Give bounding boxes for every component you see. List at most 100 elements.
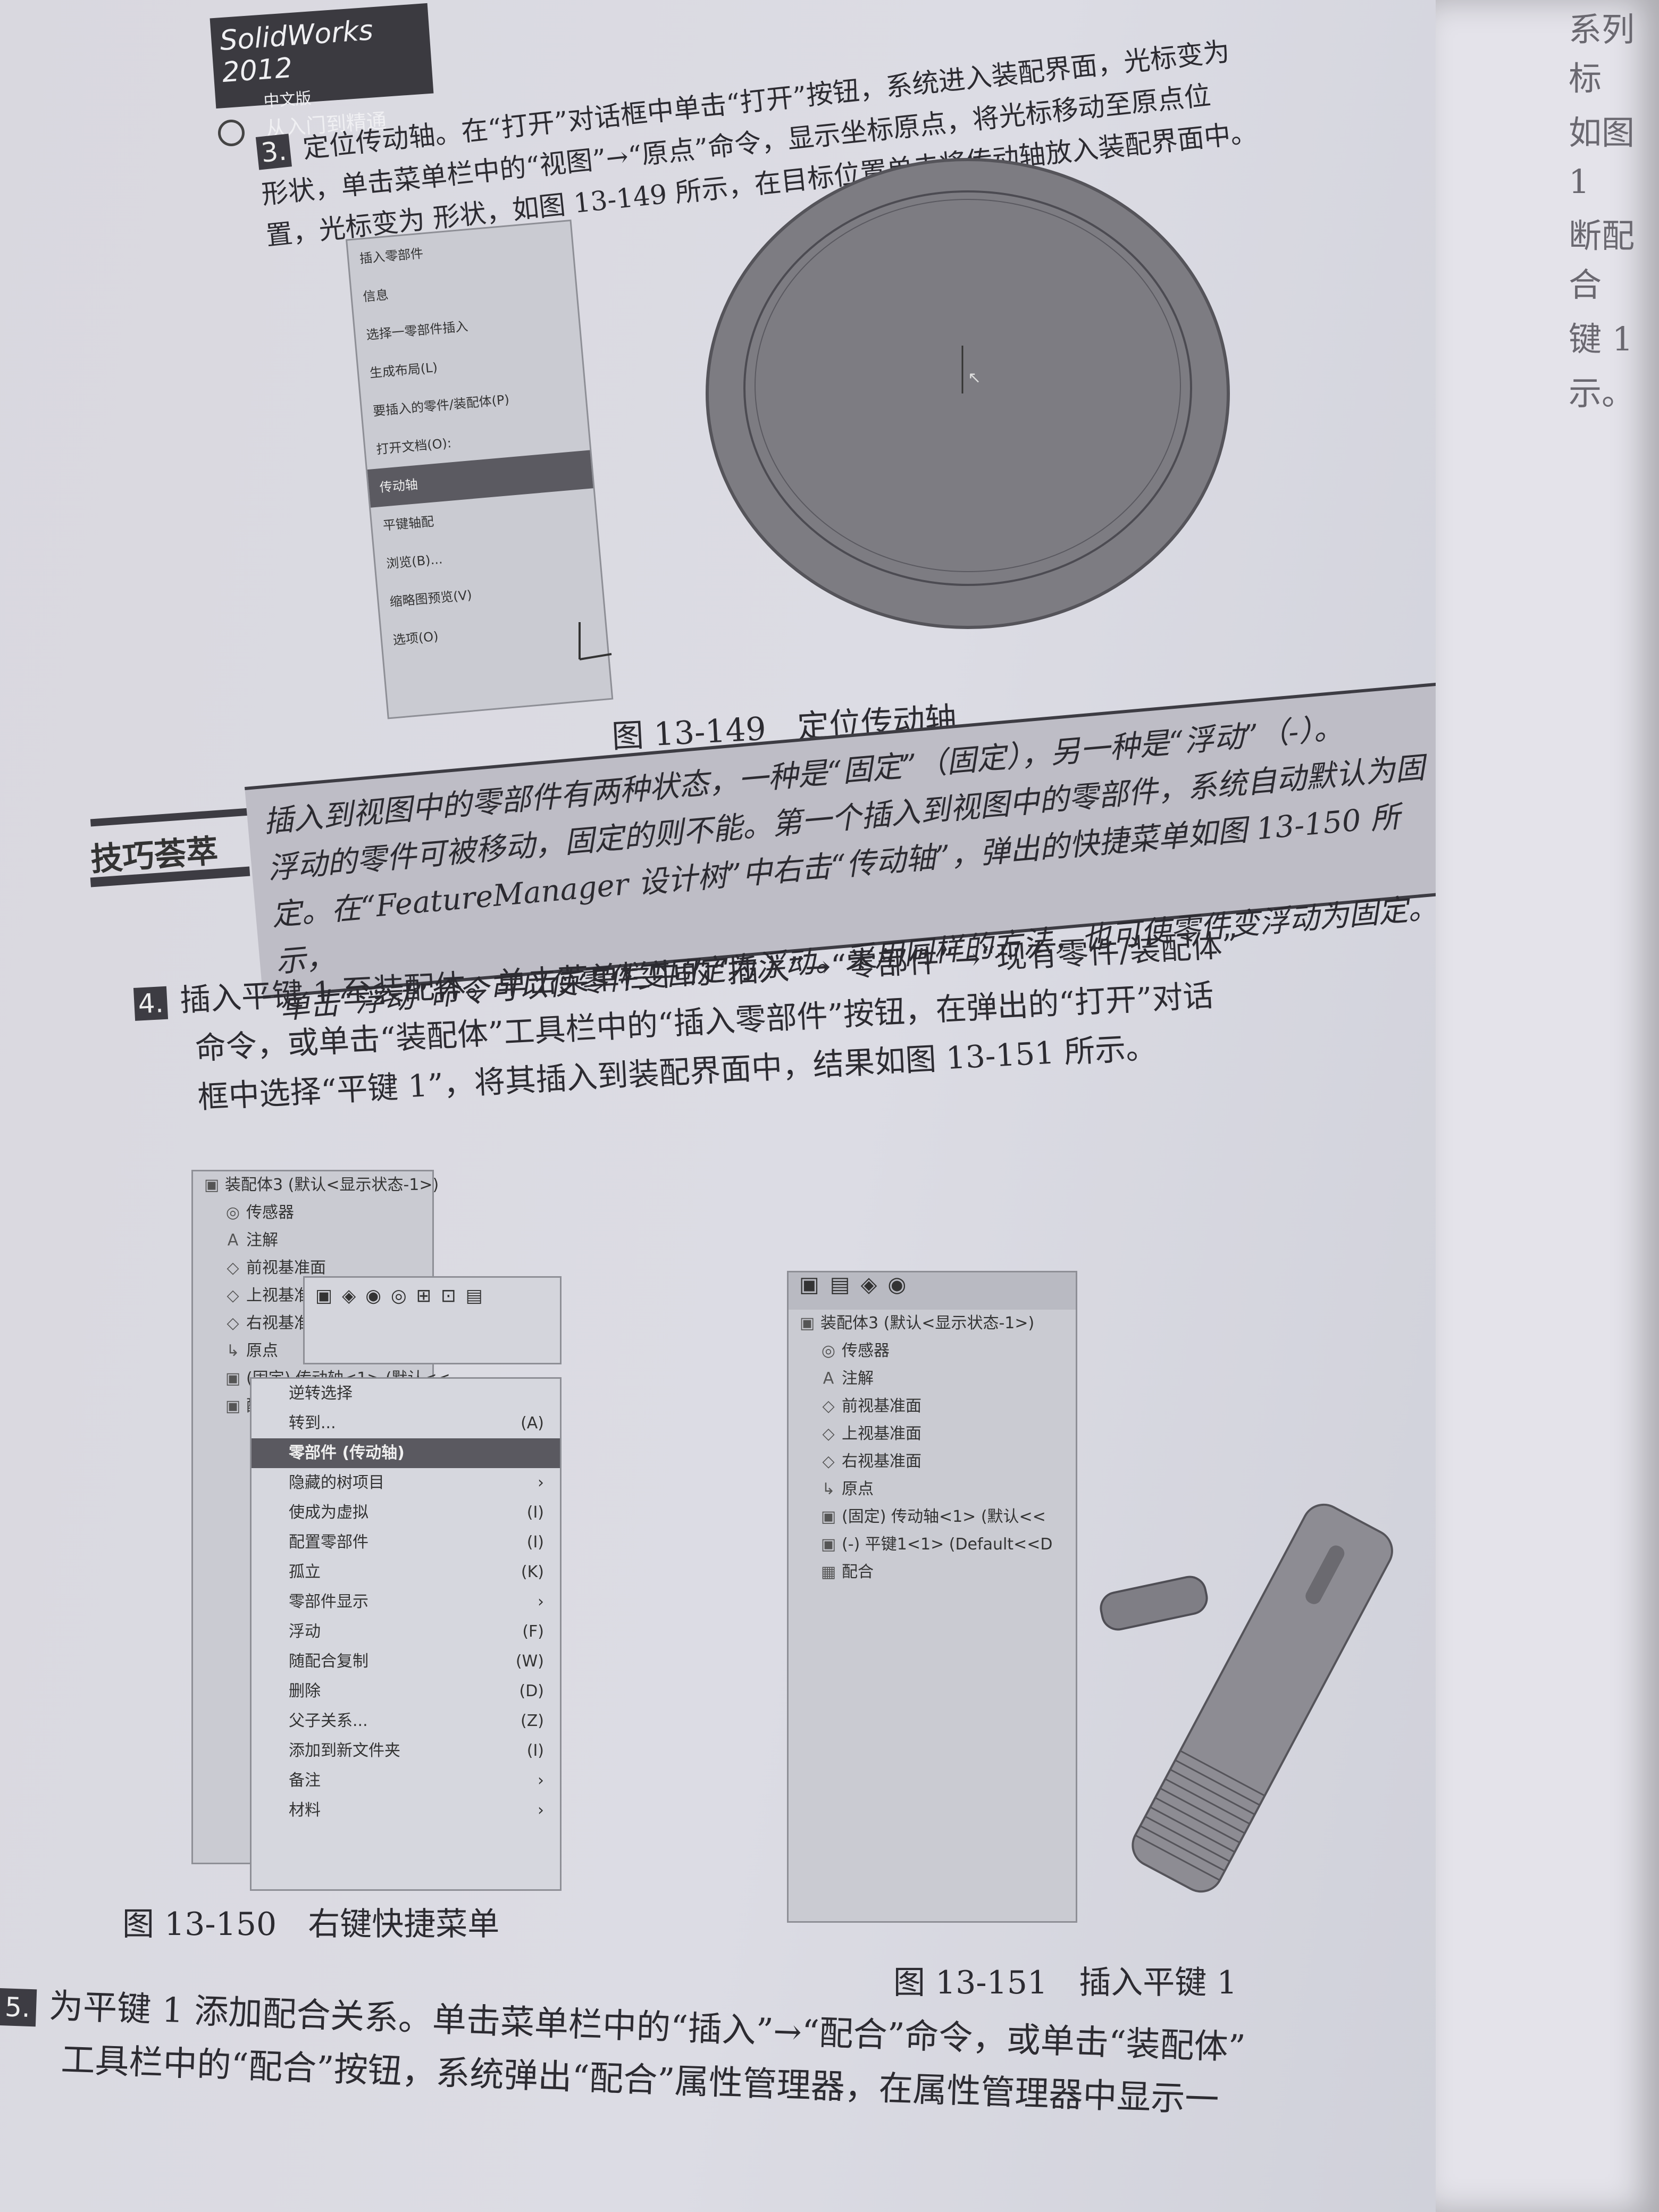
context-menu-item[interactable]: 孤立 (K) xyxy=(252,1557,560,1587)
fig150-tree-item: ◎ 传感器 xyxy=(193,1199,432,1227)
context-menu-shortcut: (I) xyxy=(526,1741,544,1760)
facing-page-fragment: 键 1 xyxy=(1569,320,1633,358)
context-menu-item[interactable]: 材料 › xyxy=(252,1796,560,1825)
facing-page-fragment: 断配合 xyxy=(1569,216,1635,304)
fig151-tree-item: ◇ 右视基准面 xyxy=(789,1448,1076,1476)
fig151-tree-label: 传感器 xyxy=(842,1342,890,1360)
context-menu-label: 随配合复制 xyxy=(289,1652,368,1671)
book-header-logo: SolidWorks 2012 中文版 从入门到精通 xyxy=(210,3,434,141)
fig150-caption-text: 右键快捷菜单 xyxy=(308,1906,500,1943)
tree-node-icon: A xyxy=(823,1369,834,1388)
context-menu-item[interactable]: 备注› xyxy=(252,1766,560,1796)
context-menu-label: 父子关系... xyxy=(289,1712,368,1730)
fig151-tree-label: 上视基准面 xyxy=(842,1425,921,1443)
context-menu-item[interactable]: 隐藏的树项目› xyxy=(252,1468,560,1498)
context-menu-shortcut: (Z) xyxy=(521,1712,544,1730)
flat-key-part xyxy=(1100,1576,1208,1631)
fig150-tree-item: ◇前视基准面 xyxy=(193,1254,432,1282)
fig150-menu-items: 逆转选择转到...(A)零部件 (传动轴)隐藏的树项目›使成为虚拟(I)配置零部… xyxy=(252,1379,560,1825)
tree-node-icon: ▣ xyxy=(204,1176,220,1194)
fig150-tree-item: ▣ 装配体3 (默认<显示状态-1>) xyxy=(193,1171,439,1199)
fig151-caption-number: 图 13-151 xyxy=(893,1964,1048,2001)
shaft-body xyxy=(1132,1503,1393,1893)
shaft-chamfer-ring xyxy=(755,199,1181,572)
tree-node-icon: ◇ xyxy=(822,1425,835,1443)
context-menu-shortcut: (K) xyxy=(521,1563,544,1581)
context-menu-label: 浮动 xyxy=(289,1622,321,1641)
fig151-shaft-with-key xyxy=(1100,1503,1393,1893)
context-menu-item[interactable]: 添加到新文件夹(I) xyxy=(252,1736,560,1766)
fig150-context-menu: 逆转选择转到...(A)零部件 (传动轴)隐藏的树项目›使成为虚拟(I)配置零部… xyxy=(250,1377,562,1891)
fig151-tree-item: ↳原点 xyxy=(789,1476,1076,1503)
step-5-number: 5. xyxy=(0,1988,37,2027)
step-5: 5.为平键 1 添加配合关系。单击菜单栏中的“插入”→“配合”命令，或单击“装配… xyxy=(0,1978,1541,2138)
tree-node-icon: ◇ xyxy=(822,1452,835,1471)
fig151-tree-label: 右视基准面 xyxy=(842,1452,921,1471)
fig151-tree-label: (固定) 传动轴<1> (默认<< xyxy=(842,1507,1046,1526)
fig151-tree-item: ▣(-) 平键1<1> (Default<<D xyxy=(789,1531,1076,1559)
fig150-tree-label: 原点 xyxy=(246,1342,278,1360)
context-menu-label: 配置零部件 xyxy=(289,1533,368,1552)
context-menu-label: 使成为虚拟 xyxy=(289,1503,368,1522)
facing-page-fragment: 如图 1 xyxy=(1569,113,1635,201)
fig150-caption-number: 图 13-150 xyxy=(122,1906,277,1943)
context-menu-label: 零部件 (传动轴) xyxy=(289,1444,405,1462)
fig150-tree-label: 传感器 xyxy=(246,1203,294,1222)
tree-node-icon: ↳ xyxy=(822,1480,835,1498)
tip-label-rule-top xyxy=(90,808,250,827)
context-menu-item[interactable]: 浮动(F) xyxy=(252,1617,560,1647)
tree-node-icon: ▣ xyxy=(225,1369,241,1388)
tree-node-icon: ◎ xyxy=(225,1203,240,1222)
context-menu-shortcut: › xyxy=(538,1801,544,1820)
context-menu-label: 隐藏的树项目 xyxy=(289,1473,384,1492)
tree-node-icon: ▣ xyxy=(820,1535,836,1554)
context-menu-item: 零部件 (传动轴) xyxy=(252,1438,560,1468)
shaft-keyway xyxy=(1305,1545,1345,1604)
context-menu-item[interactable]: 删除(D) xyxy=(252,1677,560,1706)
context-menu-shortcut: (D) xyxy=(519,1682,544,1700)
fig151-caption-text: 插入平键 1 xyxy=(1079,1964,1237,2001)
context-menu-item[interactable]: 配置零部件 (I) xyxy=(252,1528,560,1557)
book-page: SolidWorks 2012 中文版 从入门到精通 3.定位传动轴。在“打开”… xyxy=(0,0,1499,2212)
context-menu-item[interactable]: 逆转选择 xyxy=(252,1379,560,1409)
context-menu-label: 孤立 xyxy=(289,1563,321,1581)
context-menu-item[interactable]: 随配合复制(W) xyxy=(252,1647,560,1677)
fig149-shaft-end-view: ↖ xyxy=(706,158,1230,629)
fig151-tree-item: A 注解 xyxy=(789,1365,1076,1393)
fig150-tree-label: 注解 xyxy=(246,1231,278,1250)
shaft-inner-ring xyxy=(743,190,1192,586)
step-3-number: 3. xyxy=(255,133,292,170)
fig151-tree-item: ◇前视基准面 xyxy=(789,1393,1076,1420)
context-menu-shortcut: › xyxy=(538,1593,544,1611)
context-menu-shortcut: (I) xyxy=(526,1533,544,1552)
fig149-panel-items: 插入零部件信息选择一零部件插入生成布局(L)要插入的零件/装配体(P)打开文档(… xyxy=(347,221,606,660)
tree-node-icon: ▣ xyxy=(799,1314,815,1333)
fig151-tree-label: 注解 xyxy=(842,1369,874,1388)
fig150-tree-item: ↳原点 xyxy=(193,1337,432,1365)
tree-node-icon: ◇ xyxy=(227,1314,239,1333)
context-menu-label: 材料 xyxy=(289,1801,321,1820)
context-menu-item[interactable]: 零部件显示› xyxy=(252,1587,560,1617)
fig150-caption: 图 13-150 右键快捷菜单 xyxy=(122,1898,499,1945)
context-menu-label: 转到... xyxy=(289,1414,336,1432)
facing-page-fragment: 系列标 xyxy=(1569,10,1635,98)
context-menu-item[interactable]: 使成为虚拟(I) xyxy=(252,1498,560,1528)
tree-node-icon: ▦ xyxy=(820,1563,836,1581)
fig150-tree-label: 前视基准面 xyxy=(246,1259,326,1277)
shaft-outer-disc xyxy=(706,158,1230,629)
fig151-tree-label: 装配体3 (默认<显示状态-1>) xyxy=(820,1314,1035,1333)
tree-node-icon: ▣ xyxy=(820,1507,836,1526)
context-menu-item[interactable]: 父子关系... (Z) xyxy=(252,1706,560,1736)
fig150-tree-label: 装配体3 (默认<显示状态-1>) xyxy=(225,1176,439,1194)
fig151-tree-item: ▣ (固定) 传动轴<1> (默认<< xyxy=(789,1503,1076,1531)
step-4-number: 4. xyxy=(133,986,169,1021)
cursor-icon: ↖ xyxy=(968,368,981,387)
context-menu-item[interactable]: 转到...(A) xyxy=(252,1409,560,1438)
fig149-insert-component-panel: 插入零部件信息选择一零部件插入生成布局(L)要插入的零件/装配体(P)打开文档(… xyxy=(346,219,614,719)
header-circle-ornament xyxy=(218,120,245,146)
fig151-tree-label: 前视基准面 xyxy=(842,1397,921,1415)
